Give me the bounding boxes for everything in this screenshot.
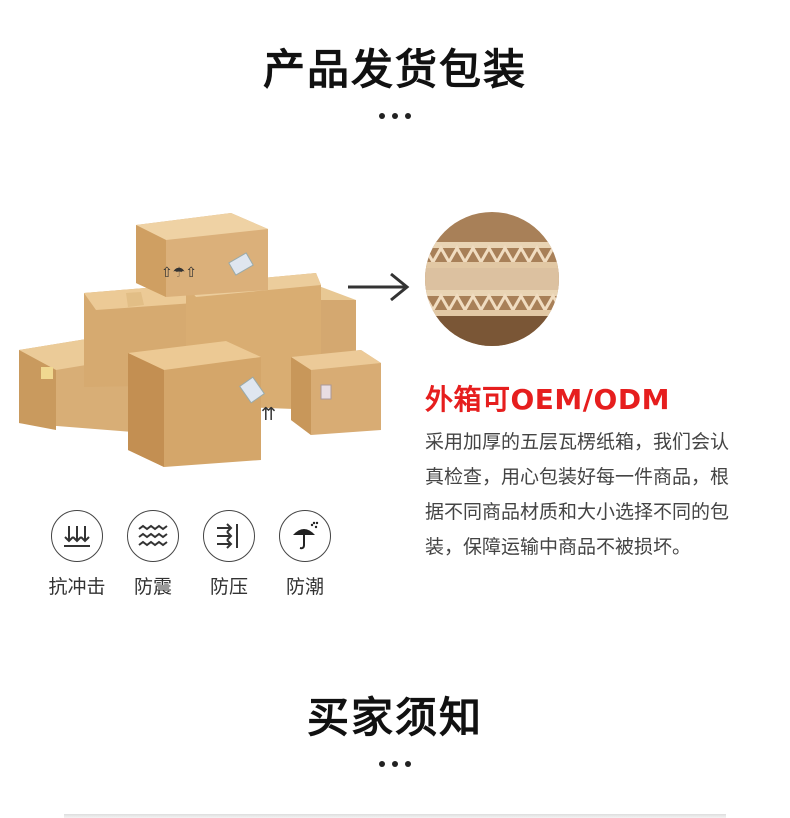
section-divider bbox=[64, 814, 726, 818]
title-dots-divider bbox=[377, 761, 413, 769]
feature-label: 抗冲击 bbox=[48, 576, 106, 598]
section-title-buyer-notice: 买家须知 bbox=[306, 693, 483, 742]
feature-pressure-resistant: 防压 bbox=[189, 510, 269, 599]
pressure-resistant-icon bbox=[203, 510, 255, 562]
cardboard-boxes-image: ⇧☂⇧ ⇈ bbox=[16, 205, 386, 475]
moisture-proof-icon bbox=[279, 510, 331, 562]
corrugated-cardboard-image bbox=[425, 212, 559, 346]
packaging-description: 采用加厚的五层瓦楞纸箱，我们会认真检查，用心包装好每一件商品，根据不同商品材质和… bbox=[425, 431, 730, 558]
svg-text:⇈: ⇈ bbox=[261, 404, 276, 425]
section-title-packaging: 产品发货包装 bbox=[262, 45, 527, 94]
feature-label: 防震 bbox=[133, 576, 172, 598]
feature-impact-resistant: 抗冲击 bbox=[37, 510, 117, 599]
title-dots-divider bbox=[377, 113, 413, 121]
oem-odm-heading: 外箱可OEM/ODM bbox=[425, 383, 670, 416]
feature-shockproof: 防震 bbox=[113, 510, 193, 599]
right-arrow-icon bbox=[346, 270, 410, 308]
feature-label: 防潮 bbox=[285, 576, 324, 598]
feature-moisture-proof: 防潮 bbox=[265, 510, 345, 599]
svg-text:⇧☂⇧: ⇧☂⇧ bbox=[161, 265, 197, 281]
feature-label: 防压 bbox=[209, 576, 248, 598]
impact-resistant-icon bbox=[51, 510, 103, 562]
shockproof-icon bbox=[127, 510, 179, 562]
